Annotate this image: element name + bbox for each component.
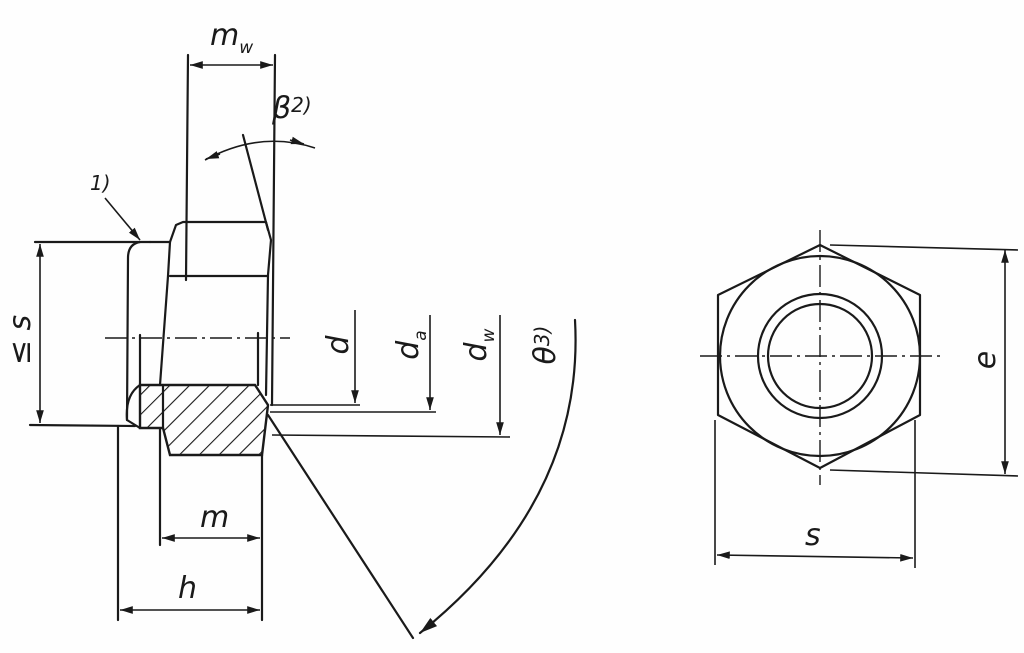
d-label: d bbox=[321, 335, 356, 355]
hatched-section bbox=[138, 383, 270, 457]
mw-extension-right bbox=[270, 53, 277, 407]
beta-arrow-right bbox=[289, 136, 305, 145]
beta-line bbox=[241, 133, 270, 232]
note-1-leader bbox=[104, 197, 141, 241]
beta-label: β2) bbox=[271, 91, 312, 126]
e-extension-bottom bbox=[829, 469, 1019, 477]
s-front-dimension-line bbox=[716, 551, 914, 562]
dw-extension bbox=[271, 434, 511, 438]
dw-label: dw bbox=[459, 328, 499, 361]
front-view: e s bbox=[700, 230, 1019, 568]
theta-line bbox=[266, 413, 415, 640]
side-view: mw β2) 1) ≤ s m h d da bbox=[3, 18, 577, 640]
note-1-label: 1) bbox=[90, 171, 111, 195]
mw-extension-left bbox=[184, 53, 190, 282]
washer-face-outline bbox=[125, 240, 142, 422]
e-extension-top bbox=[829, 244, 1019, 251]
da-label: da bbox=[391, 330, 431, 359]
e-label: e bbox=[968, 351, 1003, 369]
theta-arc bbox=[418, 318, 577, 635]
beta-arrow-left bbox=[205, 151, 221, 160]
s-extension-bottom bbox=[28, 423, 137, 428]
theta-label: θ3) bbox=[528, 326, 563, 365]
le-s-label: ≤ s bbox=[3, 315, 38, 365]
s-label: s bbox=[805, 518, 821, 553]
m-label: m bbox=[200, 500, 229, 535]
mw-label: mw bbox=[210, 18, 253, 58]
washer-section bbox=[125, 383, 142, 430]
hex-left-edge bbox=[158, 240, 172, 387]
nut-outline bbox=[148, 220, 273, 397]
beta-arc bbox=[204, 140, 316, 161]
h-label: h bbox=[178, 571, 197, 606]
